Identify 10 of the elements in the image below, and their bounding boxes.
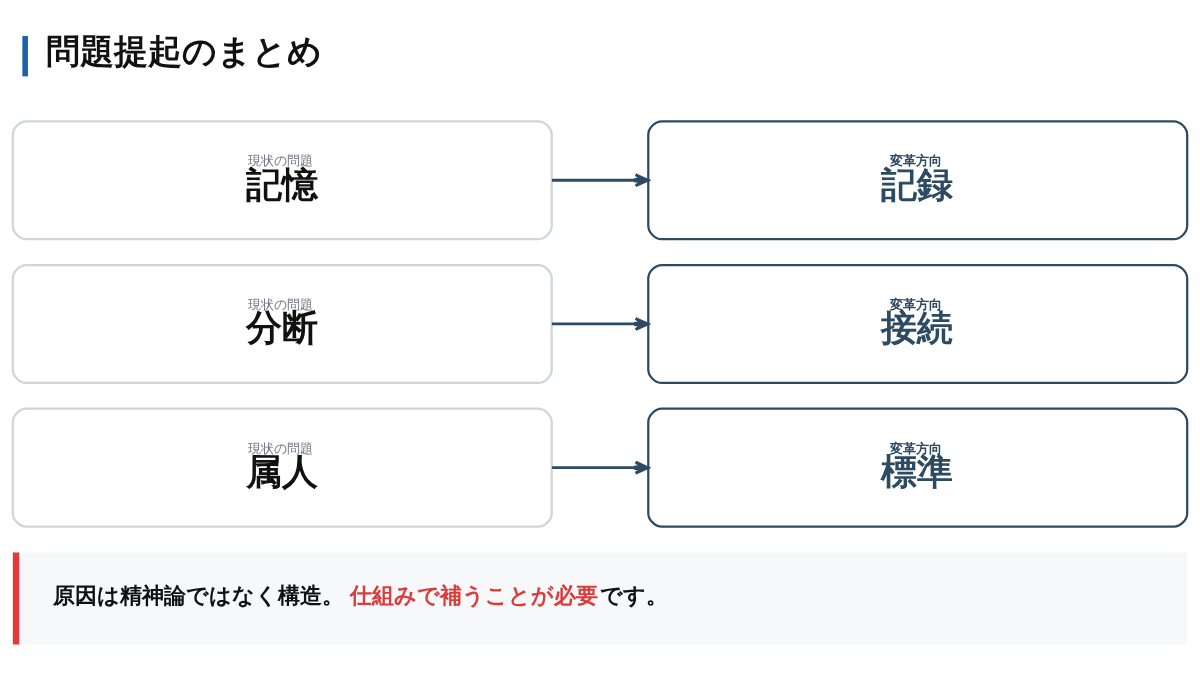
node-box: 変革方向 接続 xyxy=(647,263,1189,384)
arrow xyxy=(551,316,650,331)
node-box: 現状の問題 分断 xyxy=(11,263,553,384)
node-box: 現状の問題 記憶 xyxy=(11,119,553,240)
arrow xyxy=(551,172,650,187)
node-box: 変革方向 標準 xyxy=(647,407,1189,528)
arrow xyxy=(551,460,650,475)
diagram-title: 問題提起のまとめ xyxy=(45,31,322,71)
node-box: 変革方向 記録 xyxy=(647,119,1189,240)
node-box: 現状の問題 属人 xyxy=(11,407,553,528)
